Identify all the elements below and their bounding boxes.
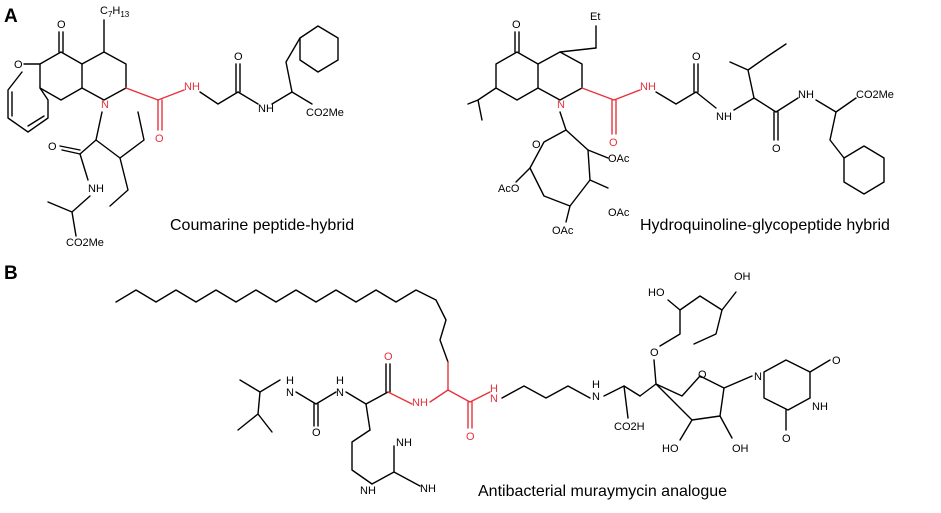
atom-c7h13: C7H13: [100, 5, 130, 19]
atom-o-gly2: O: [692, 51, 701, 63]
atom-o-carbonyl: O: [57, 19, 66, 31]
atom-n-mur2: N: [490, 393, 498, 405]
atom-n-urea2: N: [336, 387, 344, 399]
atom-o-amide1: O: [155, 133, 164, 145]
atom-nh-imine: NH: [420, 483, 436, 495]
atom-o-uracil2: O: [782, 433, 791, 445]
atom-nh-phe: NH: [258, 103, 274, 115]
atom-o-urea: O: [312, 427, 321, 439]
atom-o-ring: O: [14, 59, 23, 71]
atom-oh-rib: OH: [732, 443, 749, 455]
atom-nh-mur1: NH: [412, 397, 428, 409]
atom-n-ring: N: [101, 99, 109, 111]
atom-co2me-ala: CO2Me: [66, 237, 104, 249]
coumarine-peptide-hybrid-structure: O O C7H13 N O NH O NH CO2Me O: [7, 5, 344, 249]
atom-co2h: CO2H: [614, 421, 645, 433]
atom-et: Et: [590, 11, 600, 23]
panel-label-a: A: [4, 6, 18, 27]
atom-h-urea2: H: [336, 375, 344, 387]
atom-ho-cp: HO: [648, 287, 665, 299]
atom-o-mur2: O: [466, 431, 475, 443]
atom-o-ether: O: [650, 347, 659, 359]
caption-coumarine: Coumarine peptide-hybrid: [170, 217, 354, 234]
atom-o-ribose: O: [698, 369, 707, 381]
atom-o-uracil1: O: [832, 355, 841, 367]
atom-nh-amide1: NH: [184, 81, 200, 93]
atom-n-uracil1: N: [754, 371, 762, 383]
atom-o-mur1: O: [384, 351, 393, 363]
atom-co2me-phe2: CO2Me: [856, 89, 894, 101]
atom-o-ile: O: [772, 143, 781, 155]
atom-h-urea1: H: [286, 375, 294, 387]
atom-oac-2: OAc: [608, 207, 630, 219]
atom-oac-1: OAc: [608, 153, 630, 165]
atom-n-link: N: [592, 391, 600, 403]
atom-ho-rib: HO: [662, 443, 679, 455]
atom-o-gly: O: [234, 51, 243, 63]
atom-h-link: H: [592, 379, 600, 391]
atom-o-ketone: O: [512, 19, 521, 31]
atom-o-sugar: O: [532, 139, 541, 151]
atom-nh-ring1: NH: [396, 437, 412, 449]
panel-label-b: B: [4, 263, 18, 284]
atom-nh-uracil: NH: [812, 401, 828, 413]
caption-muraymycin: Antibacterial muraymycin analogue: [478, 483, 727, 500]
atom-n-hq: N: [557, 99, 565, 111]
atom-n-urea1: N: [286, 387, 294, 399]
atom-nh-amide2: NH: [640, 81, 656, 93]
atom-nh-ring2: NH: [360, 485, 376, 497]
atom-nh-ile: NH: [716, 111, 732, 123]
muraymycin-analogue-structure: H N O H N O NH NH NH NH O H N H N CO2H: [115, 271, 841, 497]
atom-o-amide2: O: [609, 137, 618, 149]
atom-nh-phe2: NH: [798, 89, 814, 101]
atom-oh-cp: OH: [734, 271, 751, 283]
atom-nh-ala: NH: [88, 183, 104, 195]
atom-o-ala: O: [48, 141, 57, 153]
atom-co2me-phe: CO2Me: [306, 107, 344, 119]
hydroquinoline-glycopeptide-structure: O Et N O NH O NH O NH CO2Me: [467, 11, 894, 237]
atom-oac-3: OAc: [552, 225, 574, 237]
caption-hydroquinoline: Hydroquinoline-glycopeptide hybrid: [640, 217, 890, 234]
atom-aco: AcO: [498, 183, 520, 195]
atom-h-mur2: H: [490, 383, 498, 395]
